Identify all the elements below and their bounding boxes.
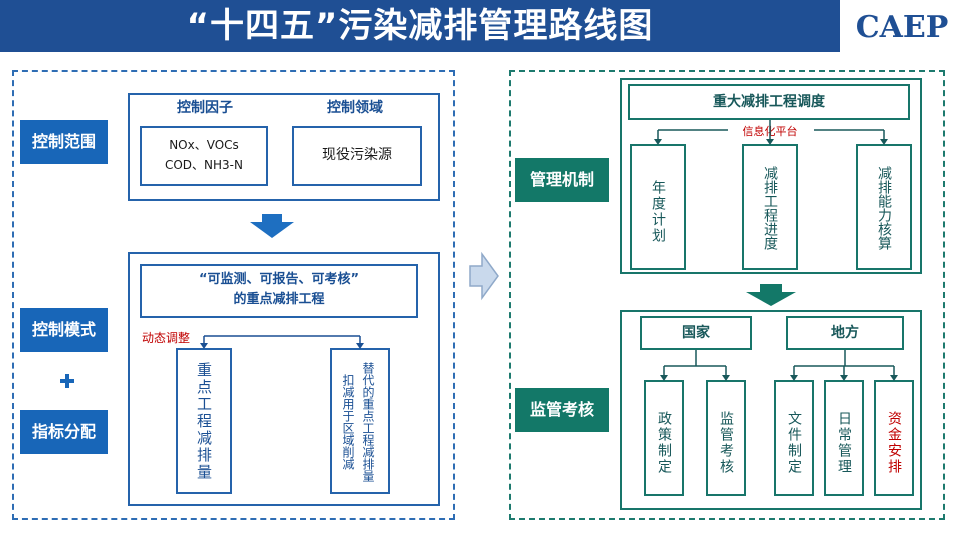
- domain-value: 现役污染源: [322, 147, 392, 163]
- right-panel: [509, 70, 945, 520]
- left-panel: [12, 70, 455, 520]
- caep-logo: CAEP: [855, 10, 949, 45]
- dynamic-adjust: 动态调整: [142, 331, 191, 345]
- project-line2: 的重点减排工程: [233, 292, 325, 307]
- daily-text: 日常管理: [836, 411, 852, 475]
- pollutant-box: [140, 126, 268, 186]
- national-box: [640, 316, 752, 350]
- capacity-text: 减排能力核算: [876, 166, 892, 250]
- key-project-text: 重点工程减排量: [195, 361, 213, 481]
- target-label: 指标分配: [20, 410, 108, 454]
- document-text: 文件制定: [786, 411, 802, 475]
- mechanism-label: 管理机制: [515, 158, 609, 202]
- policy-box: [644, 380, 684, 496]
- domain-box: [292, 126, 422, 186]
- pollutants-line2: COD、NH3-N: [164, 158, 243, 172]
- progress-text: 减排工程进度: [762, 166, 778, 250]
- dispatch-box: [628, 84, 910, 120]
- local-text: 地方: [831, 325, 859, 341]
- supervise-check-box: [706, 380, 746, 496]
- alt-project-box: [330, 348, 390, 494]
- national-text: 国家: [682, 325, 710, 341]
- page-title: “十四五”污染减排管理路线图: [186, 6, 654, 46]
- progress-box: [742, 144, 798, 270]
- dispatch-title: 重大减排工程调度: [713, 94, 825, 110]
- pollutants-line1: NOx、VOCs: [169, 138, 239, 152]
- header: “十四五”污染减排管理路线图 CAEP: [0, 0, 959, 52]
- plus-icon: [60, 374, 74, 388]
- info-platform: 信息化平台: [742, 125, 798, 138]
- project-line1: “可监测、可报告、可考核”: [198, 272, 360, 287]
- scope-label: 控制范围: [20, 120, 108, 164]
- mode-label: 控制模式: [20, 308, 108, 352]
- right-arrow-icon: [469, 251, 499, 301]
- annual-plan-box: [630, 144, 686, 270]
- title-bar: [0, 0, 840, 52]
- key-project-box: [176, 348, 232, 494]
- annual-plan-text: 年度计划: [650, 180, 666, 244]
- daily-box: [824, 380, 864, 496]
- supervision-label: 监管考核: [515, 388, 609, 432]
- supervise-check-text: 监管考核: [718, 411, 734, 475]
- capacity-box: [856, 144, 912, 270]
- funding-box: [874, 380, 914, 496]
- factor-title: 控制因子: [177, 100, 233, 116]
- alt-project-col2: 扣减用于区域削减: [341, 374, 355, 470]
- domain-title: 控制领域: [327, 100, 383, 116]
- alt-project-col1: 替代的重点工程减排量: [361, 362, 375, 482]
- document-box: [774, 380, 814, 496]
- local-box: [786, 316, 904, 350]
- funding-text: 资金安排: [886, 411, 902, 475]
- project-box: [140, 264, 418, 318]
- policy-text: 政策制定: [656, 411, 672, 475]
